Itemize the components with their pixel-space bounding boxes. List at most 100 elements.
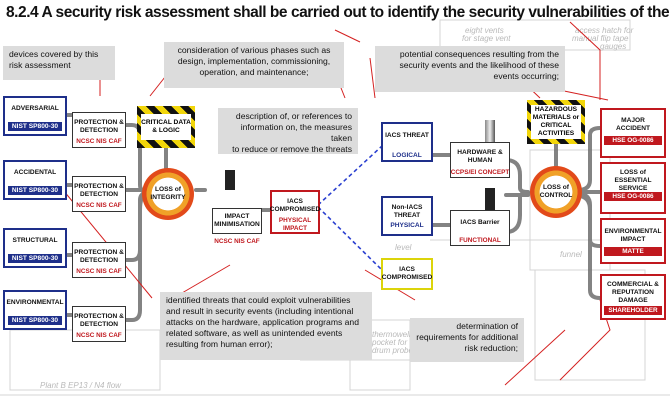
protection-title: DETECTION <box>79 127 119 134</box>
protection-title: PROTECTION & <box>74 119 124 126</box>
note-line: identified threats that could exploit vu… <box>166 295 351 305</box>
outcome-environmental: ENVIRONMENTAL IMPACT <box>600 218 666 264</box>
note-line: requirements for additional <box>416 332 518 342</box>
hazard-line: MATERIALS or <box>532 114 580 121</box>
iacs-lower-line: COMPROMISED <box>381 274 433 281</box>
outcome-title: COMMERCIAL & <box>607 281 659 288</box>
loss-integrity-node: LOSS of INTEGRITY <box>142 168 194 220</box>
note-phases: consideration of various phases such as … <box>164 42 344 88</box>
hazard-line: CRITICAL <box>540 122 572 129</box>
outcome-tag: SHAREHOLDER <box>604 306 662 315</box>
hazard-line: CRITICAL DATA <box>141 119 191 126</box>
node-line: LOSS of <box>154 186 181 193</box>
note-line: and result in security events (including… <box>166 306 354 316</box>
page-heading: 8.2.4 A security risk assessment shall b… <box>6 4 670 21</box>
hardware-tag: CCPS/EI CONCEPT <box>450 169 510 176</box>
hardware-human-box: HARDWARE & HUMAN <box>450 142 510 178</box>
hazardous-materials-hazard: HAZARDOUS MATERIALS or CRITICAL ACTIVITI… <box>527 100 585 144</box>
protection-box: PROTECTION & DETECTION <box>72 306 126 342</box>
source-title: ENVIRONMENTAL <box>6 299 64 306</box>
protection-box: PROTECTION & DETECTION <box>72 242 126 278</box>
barrier-cylinders <box>225 120 495 210</box>
note-line: potential consequences resulting from th… <box>399 49 559 59</box>
bg-label: pocket for <box>372 338 408 347</box>
protection-tag: NCSC NIS CAF <box>76 138 122 145</box>
outcome-tag: HSE OG-0086 <box>604 136 662 145</box>
iacs-compromised-lower: IACS COMPROMISED <box>381 258 433 290</box>
bg-label: level <box>395 243 412 252</box>
hazard-line: ACTIVITIES <box>537 130 575 137</box>
outcome-essential-service: LOSS of ESSENTIAL SERVICE <box>600 162 666 214</box>
hazard-line: HAZARDOUS <box>534 106 578 113</box>
note-line: description of, or references to <box>235 111 352 121</box>
note-line: consideration of various phases such as <box>177 45 331 55</box>
barrier-title: IACS Barrier <box>460 219 500 226</box>
note-line: events occurring; <box>493 71 559 81</box>
non-iacs-title: THREAT <box>393 212 421 219</box>
outcome-title: ESSENTIAL <box>614 177 652 184</box>
bg-label: gauges <box>600 42 627 51</box>
iacs-lower-line: IACS <box>399 266 415 273</box>
impact-min-tag: NCSC NIS CAF <box>214 238 260 245</box>
protection-tag: NCSC NIS CAF <box>76 332 122 339</box>
outcome-title: LOSS of <box>619 169 646 176</box>
note-measures: description of, or references to informa… <box>218 108 358 154</box>
hardware-title: HUMAN <box>467 157 493 164</box>
protection-title: DETECTION <box>79 257 119 264</box>
source-tag: NIST SP800-30 <box>8 186 62 195</box>
note-devices: devices covered by this risk assessment <box>3 46 115 80</box>
outcome-title: MAJOR <box>621 117 645 124</box>
iacs-compromised-center: IACS COMPROMISED <box>270 190 320 234</box>
note-line: operation, and maintenance; <box>199 67 309 77</box>
outcome-title: ENVIRONMENTAL <box>604 228 662 235</box>
protection-title: PROTECTION & <box>74 313 124 320</box>
protection-title: PROTECTION & <box>74 249 124 256</box>
note-consequences: potential consequences resulting from th… <box>375 46 565 92</box>
non-iacs-tag: PHYSICAL <box>390 222 424 229</box>
iacs-title: IACS <box>287 198 303 205</box>
outcome-title: ACCIDENT <box>615 125 651 132</box>
iacs-title: COMPROMISED <box>269 206 321 213</box>
note-threats: identified threats that could exploit vu… <box>160 292 372 360</box>
source-title: ACCIDENTAL <box>13 169 57 176</box>
source-title: ADVERSARIAL <box>11 105 59 112</box>
outcome-tag: MATTE <box>604 247 662 256</box>
iacs-tag-line: IMPACT <box>282 225 308 232</box>
impact-min-title: MINIMISATION <box>214 221 260 228</box>
iacs-threat-title: IACS THREAT <box>385 132 429 139</box>
outcome-title: SERVICE <box>618 185 648 192</box>
protection-title: DETECTION <box>79 191 119 198</box>
protection-title: PROTECTION & <box>74 183 124 190</box>
iacs-barrier-box: IACS Barrier <box>450 210 510 246</box>
source-title: STRUCTURAL <box>12 237 58 244</box>
impact-min-title: IMPACT <box>224 213 250 220</box>
node-line: LOSS of <box>542 184 569 191</box>
node-line: CONTROL <box>539 192 573 199</box>
note-line: to reduce or remove the threats <box>232 144 352 154</box>
iacs-tag-line: PHYSICAL <box>278 217 312 224</box>
bg-label: for stage vent <box>462 34 511 43</box>
iacs-threat-box: IACS THREAT <box>381 122 433 162</box>
note-line: devices covered by this <box>9 49 99 59</box>
note-line: risk assessment <box>9 60 71 70</box>
protection-box: PROTECTION & DETECTION <box>72 112 126 148</box>
bg-label: eight vents <box>465 26 504 35</box>
critical-data-hazard: CRITICAL DATA & LOGIC <box>137 106 195 148</box>
note-line: determination of <box>456 321 518 331</box>
note-line: risk reduction; <box>464 343 519 353</box>
protection-tag: NCSC NIS CAF <box>76 202 122 209</box>
hardware-title: HARDWARE & <box>457 149 503 156</box>
bg-label: access hatch for <box>575 26 634 35</box>
iacs-threat-tag: LOGICAL <box>392 152 422 159</box>
barrier-tag: FUNCTIONAL <box>459 237 501 244</box>
hazard-line: & LOGIC <box>152 127 180 134</box>
hazardous-label: HAZARDOUS MATERIALS or CRITICAL ACTIVITI… <box>531 105 581 139</box>
outcome-title: REPUTATION <box>612 289 654 296</box>
note-requirements: determination of requirements for additi… <box>410 318 524 362</box>
note-line: design, implementation, commissioning, <box>177 56 331 66</box>
bg-label: thermowell <box>372 330 411 339</box>
outcome-major-accident: MAJOR ACCIDENT <box>600 108 666 158</box>
iacs-center-tag: PHYSICAL IMPACT <box>270 217 320 233</box>
note-line: resulting from human error); <box>166 339 273 349</box>
note-line: attacks on the hardware, application pro… <box>166 317 359 327</box>
